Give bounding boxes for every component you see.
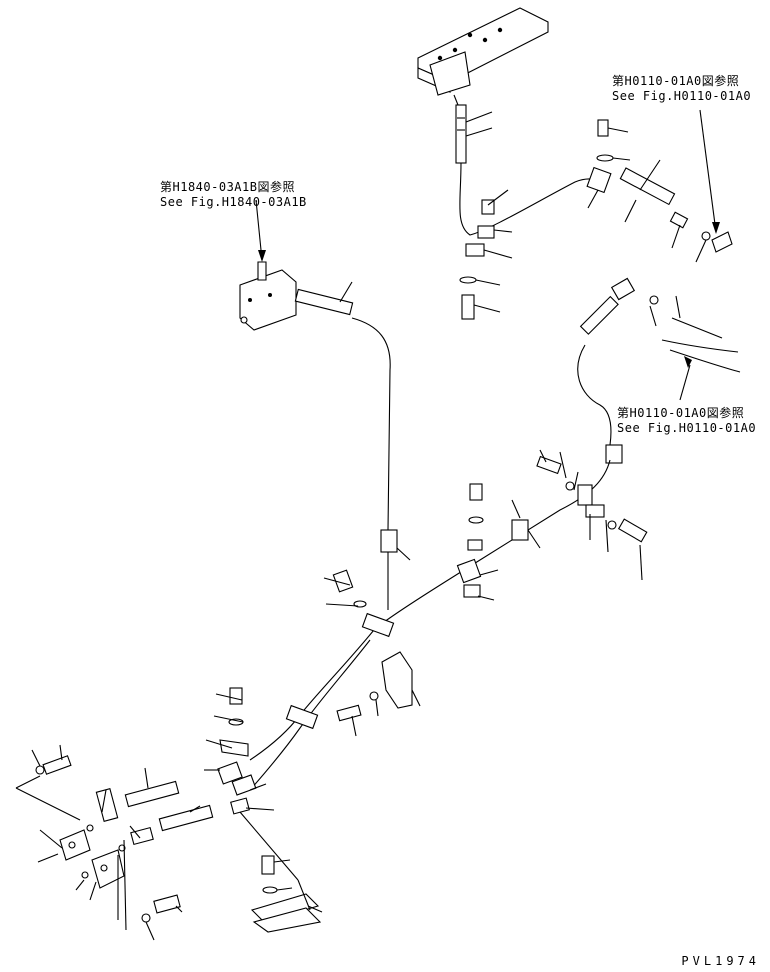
cable-top-vertical	[455, 104, 606, 236]
reference-jp: 第H1840-03A1B図参照	[160, 180, 295, 194]
reference-en: See Fig.H1840-03A1B	[160, 195, 307, 209]
reference-jp: 第H0110-01A0図参照	[617, 406, 745, 420]
drawing-code: PVL1974	[681, 954, 760, 968]
cable-top-right-end	[586, 119, 733, 253]
leader-lines-top	[465, 109, 720, 313]
control-valve-left	[239, 199, 297, 331]
control-valve-top	[417, 7, 549, 111]
reference-en: See Fig.H0110-01A0	[617, 421, 757, 435]
cable-left-upper	[294, 281, 411, 561]
lower-left-hardware	[35, 687, 322, 933]
main-cable-run	[249, 459, 611, 791]
reference-jp: 第H0110-01A0図参照	[612, 74, 740, 88]
reference-note-left: 第H1840-03A1B図参照 See Fig.H1840-03A1B	[160, 180, 307, 210]
reference-note-right-mid: 第H0110-01A0図参照 See Fig.H0110-01A0	[617, 406, 756, 436]
reference-note-top-right: 第H0110-01A0図参照 See Fig.H0110-01A0	[612, 74, 751, 104]
leader-lines-mid	[323, 449, 643, 737]
bolts-and-washers-mid	[332, 455, 648, 722]
cable-right-upper	[577, 277, 741, 464]
leader-lines-lower	[15, 693, 323, 941]
reference-en: See Fig.H0110-01A0	[612, 89, 752, 103]
clamp-set-top	[459, 199, 495, 320]
